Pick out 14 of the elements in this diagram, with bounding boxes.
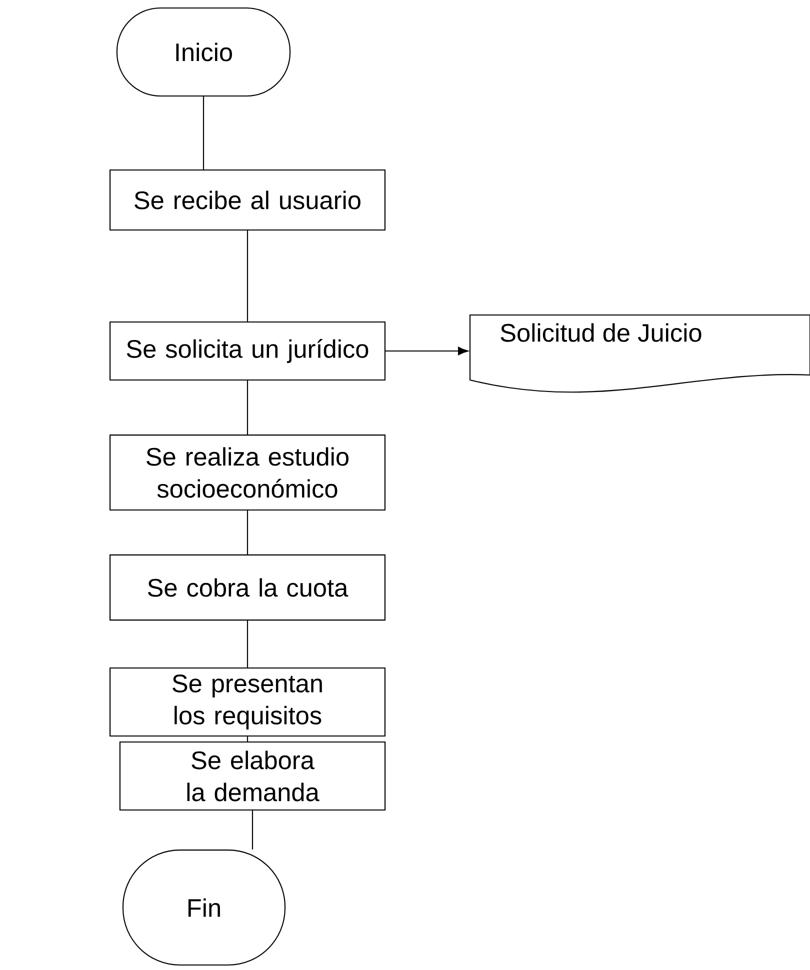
process-box: Se elabora la demanda — [119, 741, 386, 811]
connector-line — [246, 620, 248, 668]
process-box: Se recibe al usuario — [110, 169, 386, 231]
connector-line — [252, 810, 254, 850]
connector-line — [246, 736, 248, 742]
connector-line — [202, 96, 204, 170]
arrow — [386, 346, 468, 356]
process-box: Se realiza estudio socioeconómico — [110, 434, 386, 510]
connector-line — [246, 510, 248, 554]
connector-line — [246, 230, 248, 322]
process-box: Se presentan los requisitos — [110, 667, 386, 737]
process-box: Se cobra la cuota — [110, 554, 386, 621]
connector-line — [246, 380, 248, 434]
process-box: Se solicita un jurídico — [110, 321, 386, 381]
